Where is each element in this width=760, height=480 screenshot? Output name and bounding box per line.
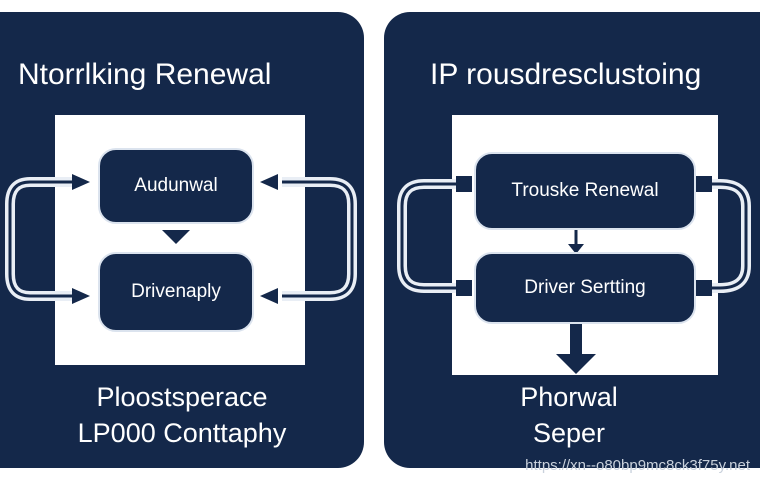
- arrow-into-bottom-node-icon: [72, 288, 90, 304]
- right-left-bottom-stub-icon: [456, 280, 472, 296]
- left-top-node-label: Audunwal: [134, 175, 218, 196]
- right-top-node-label: Trouske Renewal: [511, 180, 659, 201]
- left-loop-connector-inner: [8, 180, 80, 298]
- right-right-bottom-stub-icon: [696, 280, 712, 296]
- right-bottom-node-label: Driver Sertting: [524, 277, 646, 298]
- watermark-text: https://xn--o80bp9mc8ck3f75y.net: [525, 457, 750, 474]
- left-top-node: Audunwal: [98, 148, 254, 224]
- right-caption-line1: Phorwal: [520, 382, 618, 412]
- left-panel: Ntorrlking Renewal Audunwal Drivenaply P…: [0, 12, 364, 468]
- down-arrow-icon: [162, 230, 190, 244]
- left-bottom-node: Drivenaply: [98, 252, 254, 332]
- right-mid-arrow-icon: [568, 244, 584, 254]
- right-left-loop-connector: [397, 179, 472, 293]
- right-top-node: Trouske Renewal: [474, 152, 696, 230]
- left-caption-line2: LP000 Conttaphy: [77, 418, 287, 448]
- right-panel-title: IP rousdresclustoing: [430, 58, 702, 91]
- left-panel-title: Ntorrlking Renewal: [18, 58, 272, 91]
- left-bottom-node-label: Drivenaply: [131, 281, 221, 302]
- arrow-back-bottom-node-icon: [260, 288, 278, 304]
- right-right-loop-connector: [696, 179, 751, 293]
- right-left-loop-connector-inner: [400, 182, 472, 290]
- left-connectors: [4, 174, 357, 304]
- right-panel: IP rousdresclustoing Trouske Renewal Dri…: [384, 12, 760, 468]
- right-right-top-stub-icon: [696, 176, 712, 192]
- right-left-top-stub-icon: [456, 176, 472, 192]
- right-right-loop-connector-inner: [696, 182, 748, 290]
- right-down-arrow-shaft: [570, 320, 582, 356]
- right-down-arrow-icon: [556, 354, 596, 374]
- right-caption-line2: Seper: [532, 418, 606, 448]
- arrow-into-top-node-icon: [72, 174, 90, 190]
- left-caption-line1: Ploostsperace: [96, 382, 268, 412]
- right-connectors: [397, 176, 751, 374]
- left-loop-connector: [4, 177, 80, 301]
- right-bottom-node: Driver Sertting: [474, 252, 696, 324]
- arrow-back-top-node-icon: [260, 174, 278, 190]
- right-loop-connector: [282, 177, 357, 301]
- right-loop-connector-inner: [282, 180, 354, 298]
